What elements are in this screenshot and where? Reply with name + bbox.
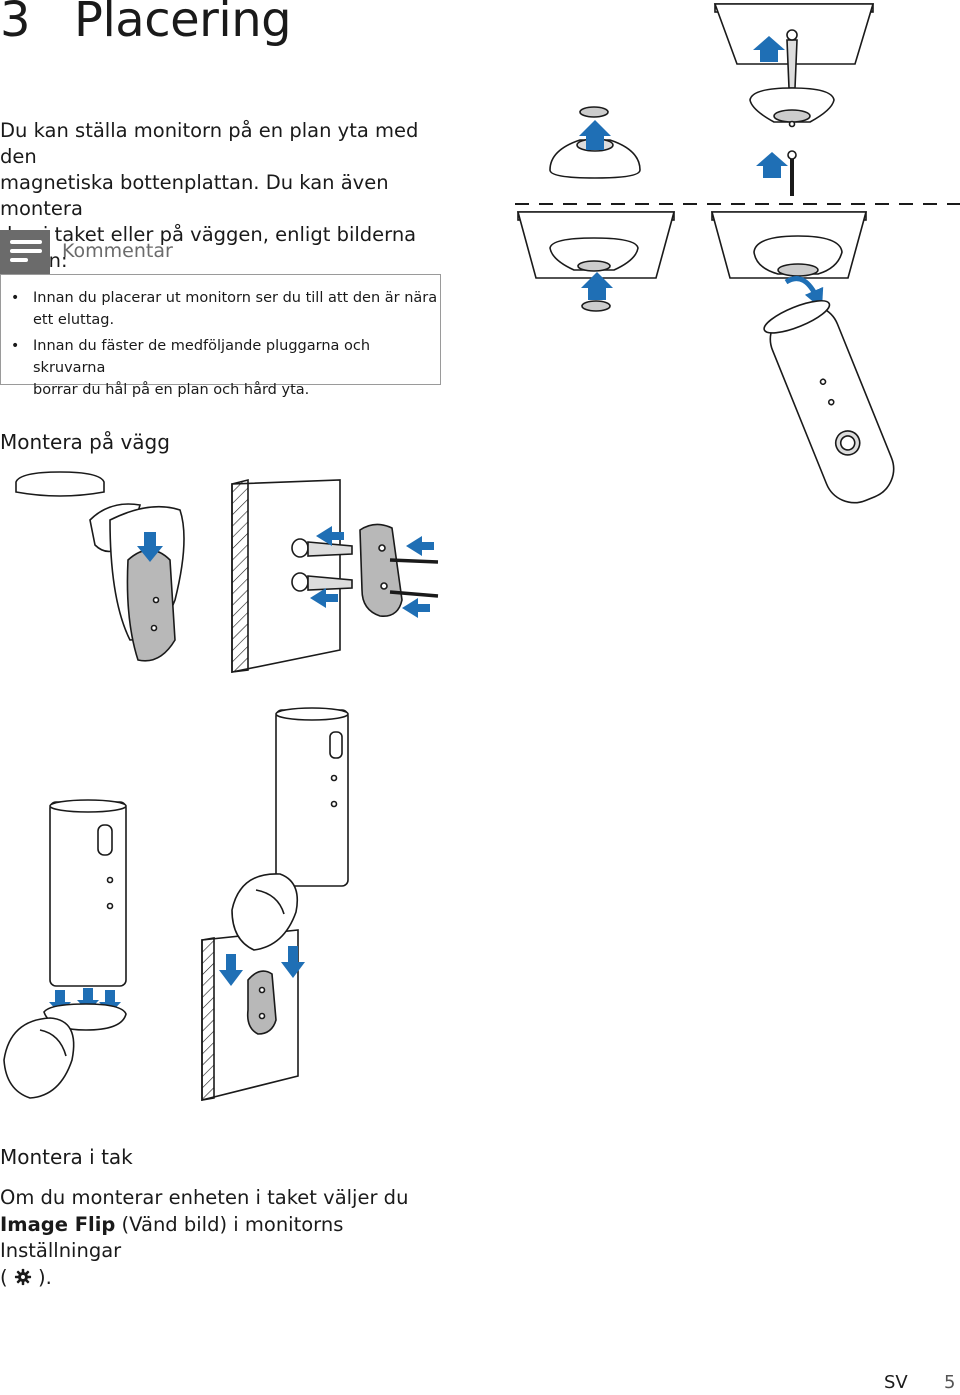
arrow-up-icon xyxy=(753,36,785,62)
back-plate xyxy=(359,523,403,617)
mount-base-dome xyxy=(749,87,835,128)
screws xyxy=(389,558,439,598)
footer-page-number: 5 xyxy=(944,1372,956,1393)
note-item-line: borrar du hål på en plan och hård yta. xyxy=(33,382,310,398)
ceiling-line-2-rest: (Vänd bild) i monitorns Inställningar xyxy=(0,1212,344,1263)
camera-on-wall-illustration xyxy=(201,707,349,1102)
ceiling-instructions: Om du monterar enheten i taket väljer du… xyxy=(0,1185,470,1291)
mount-arm xyxy=(3,1017,75,1099)
chapter-title: Placering xyxy=(74,0,292,48)
chapter-heading: 3 Placering xyxy=(0,0,292,48)
chapter-number: 3 xyxy=(0,0,31,48)
magnet-disc xyxy=(581,300,611,312)
wall-plugs xyxy=(291,538,353,592)
intro-paragraph: Du kan ställa monitorn på en plan yta me… xyxy=(0,118,450,274)
back-plate xyxy=(246,970,277,1035)
note-item-line: Innan du fäster de medföljande pluggarna… xyxy=(33,338,371,376)
ceiling-line-3: ( ). xyxy=(0,1265,470,1292)
camera-on-mount-illustration xyxy=(3,799,127,1099)
note-item: • Innan du fäster de medföljande pluggar… xyxy=(1,331,440,401)
note-box: • Innan du placerar ut monitorn ser du t… xyxy=(0,274,441,398)
arrow-left-icon xyxy=(316,526,344,546)
curved-arrow-icon xyxy=(784,276,824,310)
wall-mount-illustration-1 xyxy=(15,471,185,662)
bullet-icon: • xyxy=(11,338,20,354)
note-item: • Innan du placerar ut monitorn ser du t… xyxy=(1,275,440,331)
ceiling-line-2: Image Flip (Vänd bild) i monitorns Instä… xyxy=(0,1212,470,1265)
wall-plug-icon xyxy=(786,29,798,89)
note-item-line: ett eluttag. xyxy=(33,312,115,328)
arrow-down-icon xyxy=(219,954,243,986)
section-title-ceiling: Montera i tak xyxy=(0,1145,133,1169)
paren-open: ( xyxy=(0,1265,8,1289)
settings-gear-icon xyxy=(14,1268,31,1285)
camera-body xyxy=(763,299,895,504)
arrow-left-icon xyxy=(406,536,434,556)
mount-arm-detail xyxy=(39,1029,67,1057)
ceiling-line-1: Om du monterar enheten i taket väljer du xyxy=(0,1186,409,1209)
mount-arm xyxy=(231,873,299,951)
arrow-down-icon xyxy=(281,946,305,978)
arrow-up-icon xyxy=(579,120,611,150)
ceiling-slab-right xyxy=(710,211,868,279)
note-item-line: Innan du placerar ut monitorn ser du til… xyxy=(33,290,438,306)
wall-block xyxy=(231,478,341,673)
screw-icon xyxy=(787,150,797,196)
intro-line: magnetiska bottenplattan. Du kan även mo… xyxy=(0,171,389,220)
back-plate-grey xyxy=(126,549,176,662)
camera-body xyxy=(49,799,127,987)
bullet-icon: • xyxy=(11,290,20,306)
arrow-up-icon xyxy=(756,152,788,178)
section-title-wall: Montera på vägg xyxy=(0,430,170,454)
mount-bracket xyxy=(15,471,105,497)
mount-arm-detail xyxy=(255,889,285,915)
arrow-up-icon xyxy=(581,272,613,300)
wall-mount-illustration-2 xyxy=(231,478,439,673)
arrow-down-icon xyxy=(137,532,163,562)
arrow-left-icon xyxy=(402,598,430,618)
intro-line: Du kan ställa monitorn på en plan yta me… xyxy=(0,119,419,168)
footer-language: SV xyxy=(884,1372,908,1393)
camera-body xyxy=(275,707,349,887)
note-icon xyxy=(0,230,50,274)
note-title: Kommentar xyxy=(62,240,173,262)
ceiling-mount-illustration xyxy=(515,3,960,504)
ceiling-slab-left xyxy=(516,211,676,279)
arrow-left-icon xyxy=(310,588,338,608)
image-flip-label: Image Flip xyxy=(0,1212,116,1236)
paren-close: ). xyxy=(31,1265,52,1289)
